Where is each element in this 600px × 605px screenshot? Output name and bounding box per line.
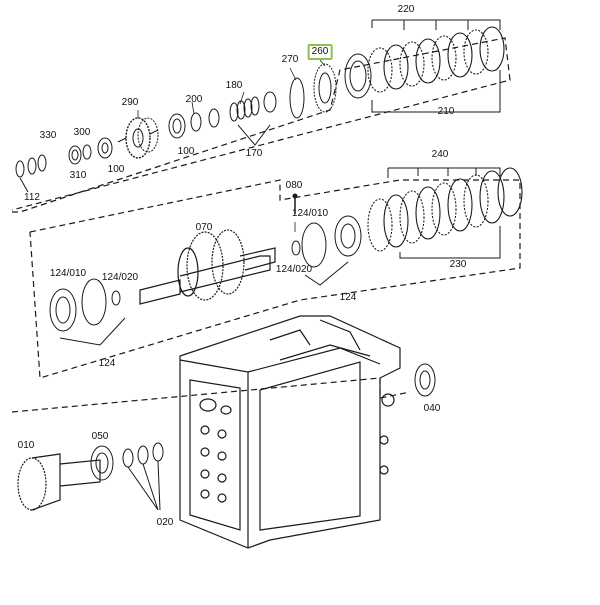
label-290: 290: [121, 97, 139, 108]
label-124-020-right: 124/020: [275, 264, 313, 275]
label-070: 070: [195, 222, 213, 233]
group-frames: [11, 37, 521, 413]
label-270: 270: [281, 54, 299, 65]
bearing-124-left: [49, 278, 126, 346]
label-260-selected[interactable]: 260: [307, 44, 333, 60]
label-080: 080: [285, 180, 303, 191]
label-020: 020: [156, 517, 174, 528]
label-170: 170: [245, 148, 263, 159]
label-124-right: 124: [339, 292, 357, 303]
label-100-upper: 100: [177, 146, 195, 157]
label-050: 050: [91, 431, 109, 442]
gear-290: [117, 117, 159, 159]
small-parts-left: [15, 137, 113, 193]
label-200: 200: [185, 94, 203, 105]
label-112: 112: [24, 192, 40, 203]
label-300: 300: [73, 127, 91, 138]
label-124-010-left: 124/010: [49, 268, 87, 279]
label-220: 220: [397, 4, 415, 15]
shaft-010: [17, 453, 101, 511]
label-210: 210: [437, 106, 455, 117]
middle-clutch-pack: [367, 167, 523, 259]
leader-lines: [137, 59, 326, 232]
bearing-124-right: [291, 215, 362, 286]
label-310: 310: [69, 170, 87, 181]
spring-stack-170: [190, 91, 277, 146]
lower-group-frame: [11, 377, 411, 413]
label-330: 330: [39, 130, 57, 141]
bearing-050: [90, 445, 114, 481]
upper-clutch-pack: [344, 19, 505, 113]
label-180: 180: [225, 80, 243, 91]
transmission-housing: [179, 315, 401, 549]
label-124-010-right: 124/010: [291, 208, 329, 219]
label-124-left: 124: [98, 358, 116, 369]
seal-040: [414, 363, 436, 397]
label-240: 240: [431, 149, 449, 160]
rings-020: [122, 442, 164, 511]
upper-group-frame: [11, 37, 511, 213]
label-040: 040: [423, 403, 441, 414]
part-260-ring: [313, 63, 337, 113]
label-230: 230: [449, 259, 467, 270]
label-100-lower: 100: [107, 164, 125, 175]
bearing-200: [168, 113, 186, 139]
label-010: 010: [17, 440, 35, 451]
middle-group-frame: [29, 179, 521, 379]
part-270-snap-ring: [289, 77, 305, 119]
shaft-070: [139, 229, 276, 305]
label-124-020-left: 124/020: [101, 272, 139, 283]
